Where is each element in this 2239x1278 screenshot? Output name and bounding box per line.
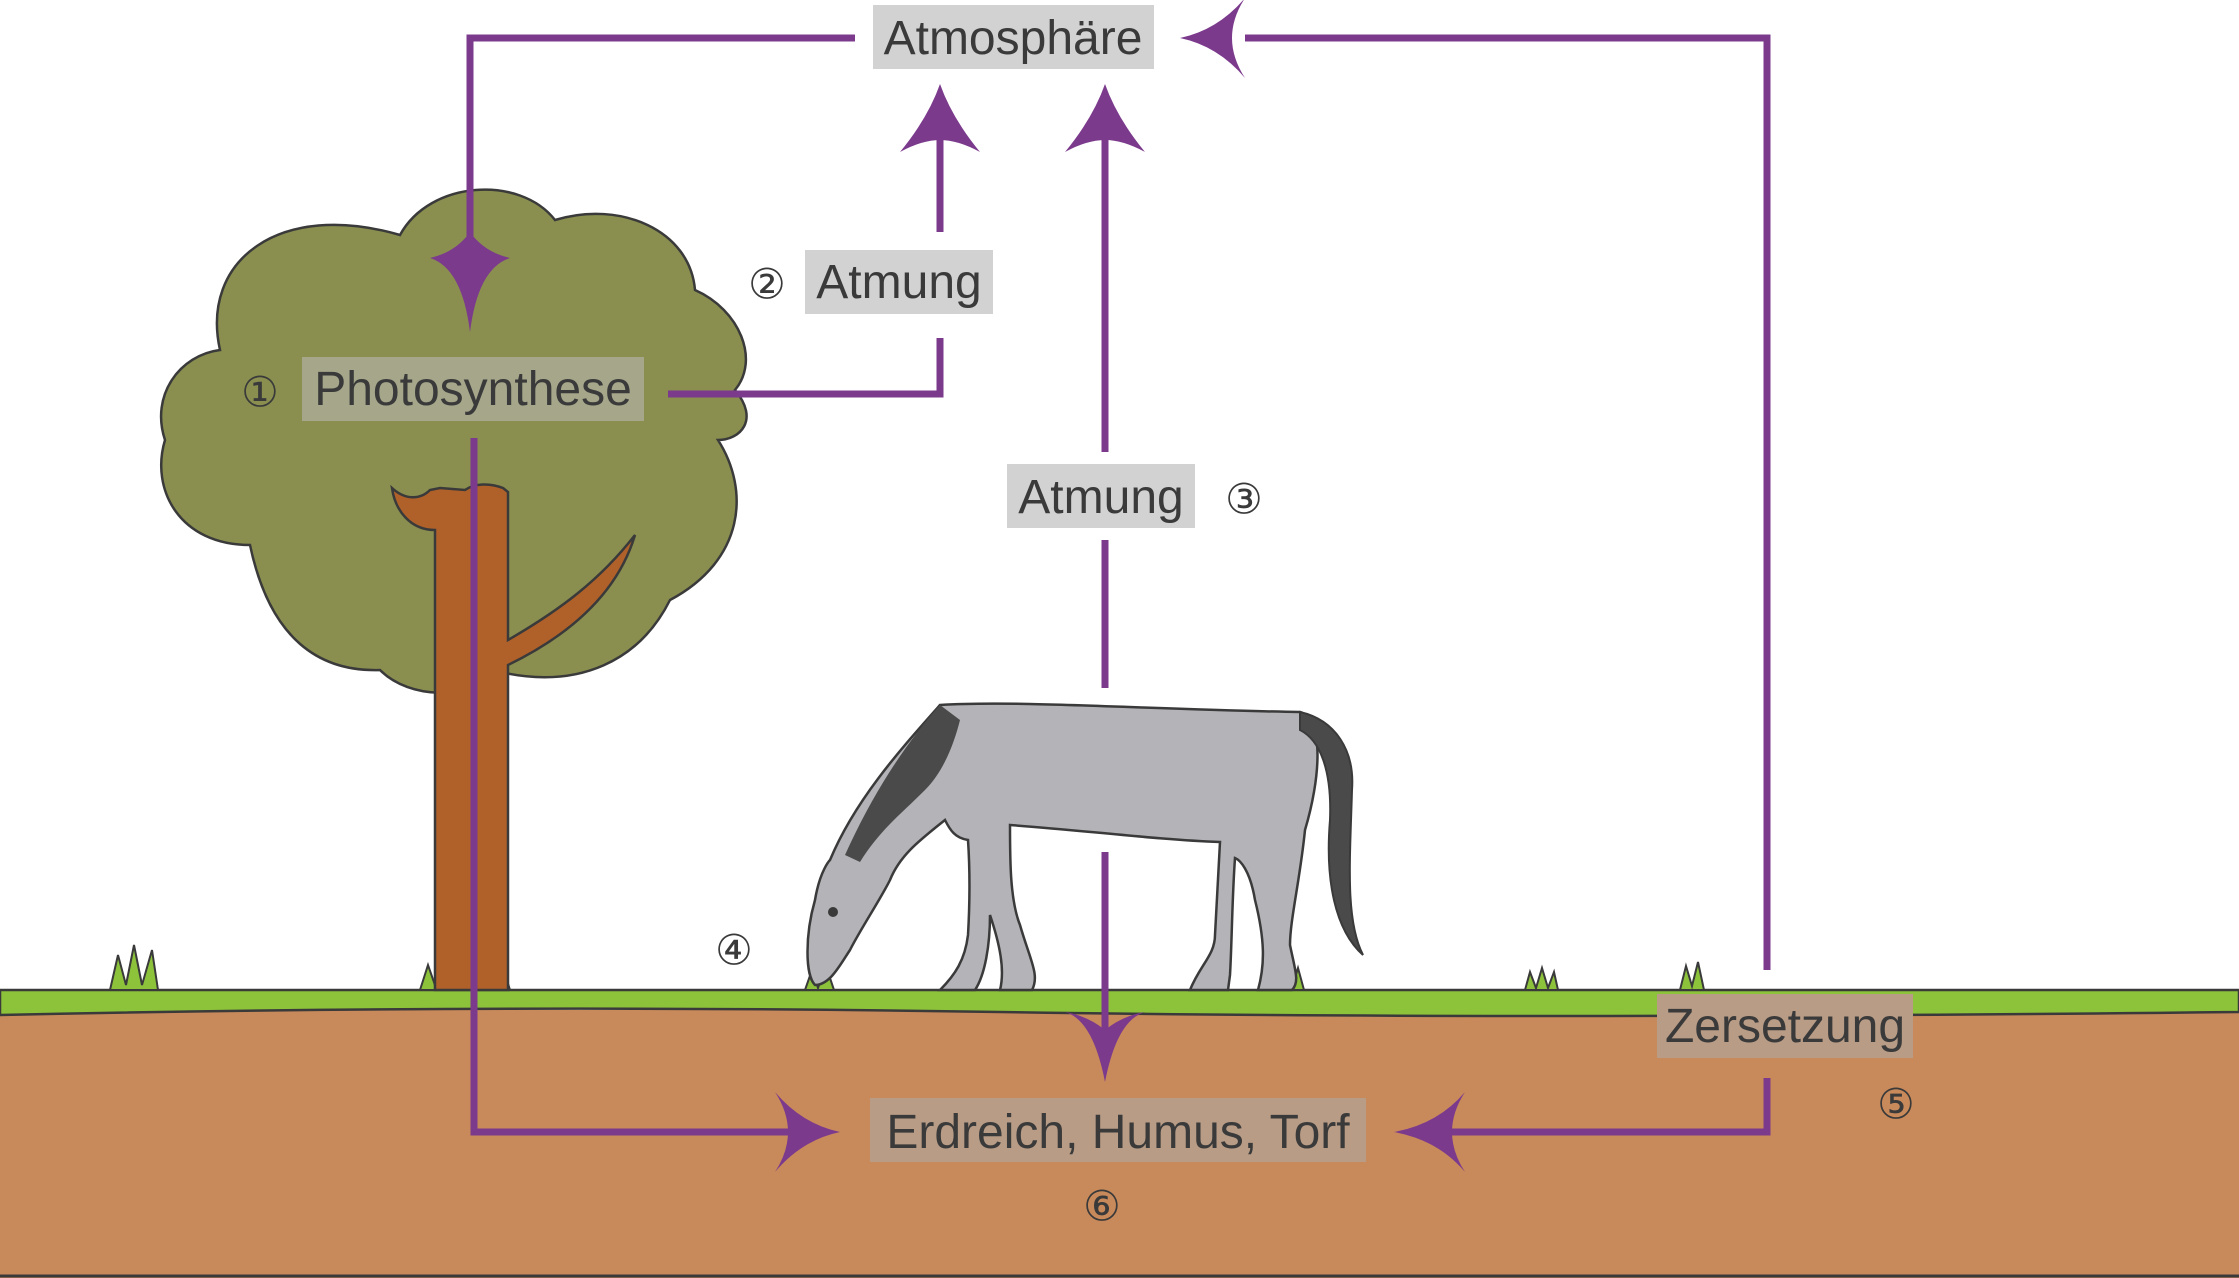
label-text-soil: Erdreich, Humus, Torf	[886, 1106, 1350, 1159]
horse-body	[806, 702, 1319, 992]
marker-decomposition: ⑤	[1877, 1080, 1915, 1129]
arrow-photosynthesis-to-respiration	[668, 338, 944, 398]
marker-grazing: ④	[715, 926, 753, 975]
arrowhead-atmosphere-right	[1065, 84, 1145, 152]
label-text-respiration-plant: Atmung	[816, 256, 981, 309]
label-box-respiration-plant	[805, 250, 993, 314]
label-atmosphere: Atmosphäre	[873, 5, 1154, 69]
label-decomposition: Zersetzung ⑤	[1657, 994, 1915, 1129]
label-box-atmosphere	[873, 5, 1154, 69]
tree-trunk	[390, 483, 637, 992]
label-soil: Erdreich, Humus, Torf ⑥	[870, 1098, 1366, 1231]
tree	[159, 188, 748, 992]
label-photosynthesis: Photosynthese ①	[241, 357, 644, 421]
label-respiration-animal: Atmung ③	[1007, 464, 1263, 528]
label-box-photosynthesis	[302, 357, 644, 421]
cycle-arrows	[430, 0, 1771, 1172]
arrowhead-soil-left	[775, 1092, 840, 1172]
marker-photosynthesis: ①	[241, 368, 279, 417]
horse-mane	[845, 705, 960, 862]
label-text-decomposition: Zersetzung	[1665, 1000, 1905, 1053]
arrowhead-soil-right	[1394, 1092, 1465, 1172]
label-box-decomposition	[1657, 994, 1913, 1058]
marker-respiration-plant: ②	[748, 260, 786, 309]
label-text-atmosphere: Atmosphäre	[884, 12, 1143, 65]
arrow-decomposition-to-soil	[1440, 1078, 1771, 1136]
horse	[806, 702, 1364, 992]
marker-respiration-animal: ③	[1225, 475, 1263, 524]
label-box-soil	[870, 1098, 1366, 1162]
label-box-respiration-animal	[1007, 464, 1195, 528]
arrow-tree-to-soil	[470, 438, 800, 1136]
label-text-respiration-animal: Atmung	[1018, 471, 1183, 524]
arrowhead-photosynthesis	[430, 232, 510, 332]
arrowhead-atmosphere-top	[1180, 0, 1245, 78]
label-respiration-plant: Atmung ②	[748, 250, 993, 314]
tree-crown	[159, 188, 748, 694]
arrow-decomposition-to-atmosphere	[1245, 34, 1771, 970]
horse-eye	[828, 907, 838, 917]
arrow-atmosphere-to-photosynthesis	[466, 34, 855, 300]
grass-tufts	[108, 944, 1706, 992]
arrowhead-soil-top	[1065, 1012, 1145, 1082]
arrowhead-atmosphere-left	[900, 84, 980, 152]
horse-tail	[1299, 710, 1364, 956]
marker-soil: ⑥	[1083, 1182, 1121, 1231]
label-text-photosynthesis: Photosynthese	[314, 363, 632, 416]
